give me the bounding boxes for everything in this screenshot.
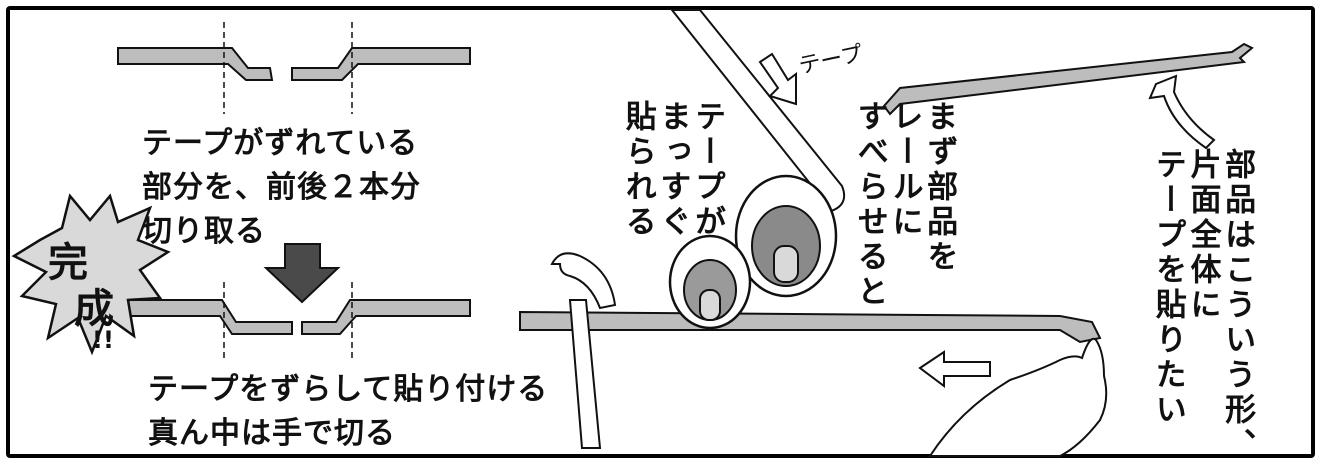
tape-end	[550, 252, 617, 449]
badge-char-2: 成	[74, 286, 114, 332]
caption-top-line-3: 切り取る	[142, 214, 266, 249]
column-part-shape-line-2: 片面全体に	[1184, 148, 1221, 323]
caption-bottom-line-2: 真ん中は手で切る	[148, 416, 396, 451]
caption-bottom-line-1: テープをずらして貼り付ける	[148, 372, 549, 407]
down-arrow	[263, 243, 341, 304]
column-tape-straight: テープが まっすぐ 貼られる	[619, 100, 726, 240]
hand	[928, 337, 1108, 457]
column-part-shape: 部品はこういう形、 片面全体に テープを貼りたい	[1149, 148, 1256, 463]
badge-char-1: 完	[48, 240, 88, 286]
part-diagram-top	[117, 22, 471, 114]
caption-top-line-2: 部分を、前後２本分	[142, 170, 421, 205]
burst-badge	[11, 193, 171, 356]
column-part-shape-line-3: テープを貼りたい	[1149, 148, 1186, 428]
tape-direction-arrow	[758, 52, 797, 106]
column-tape-straight-line-3: 貼られる	[619, 100, 656, 240]
comic-panel-frame	[6, 6, 1315, 458]
column-slide-rail-line-1: まず部品を	[921, 100, 958, 275]
column-tape-straight-line-1: テープが	[689, 100, 726, 240]
left-arrow	[918, 350, 991, 388]
column-part-shape-line-1: 部品はこういう形、	[1219, 148, 1256, 463]
roller-large	[734, 174, 838, 298]
column-slide-rail-line-2: レールに	[886, 100, 923, 240]
badge-exclaim: !!	[92, 326, 114, 354]
roller-small	[668, 234, 752, 330]
part-shape	[882, 42, 1254, 116]
column-tape-straight-line-2: まっすぐ	[654, 100, 691, 240]
column-slide-rail-line-3: すべらせると	[851, 100, 888, 310]
part-diagram-bottom	[121, 282, 471, 362]
rail	[519, 310, 1102, 344]
column-slide-rail: まず部品を レールに すべらせると	[851, 100, 958, 310]
curved-arrow	[1148, 74, 1216, 150]
caption-top-line-1: テープがずれている	[142, 126, 419, 161]
